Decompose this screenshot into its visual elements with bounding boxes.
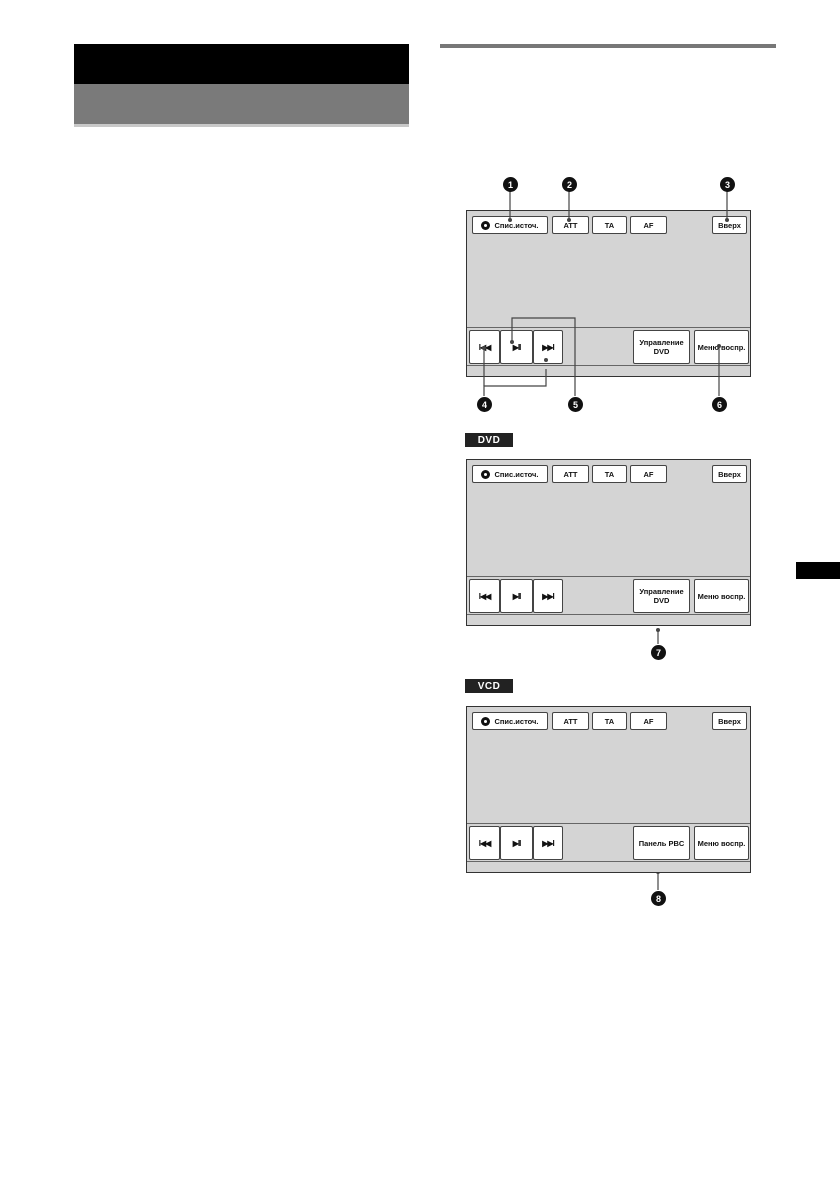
dvd-control-label-2: DVD [653, 347, 670, 356]
playback-screen-main: Спис.источ. ATT TA AF Вверх I◀◀ ▶II ▶▶I … [466, 210, 751, 377]
top-rule [440, 44, 776, 48]
play-pause-icon: ▶II [512, 591, 522, 601]
disc-icon [481, 716, 491, 726]
control-band [467, 576, 750, 617]
disc-icon [481, 469, 491, 479]
up-button[interactable]: Вверх [712, 712, 747, 730]
ta-button[interactable]: TA [592, 216, 627, 234]
callout-5: 5 [568, 397, 583, 412]
play-menu-label: Меню воспр. [697, 591, 746, 601]
callout-8: 8 [651, 891, 666, 906]
dvd-control-button[interactable]: Управление DVD [633, 579, 690, 613]
playback-screen-dvd: Спис.источ. ATT TA AF Вверх I◀◀ ▶II ▶▶I … [466, 459, 751, 626]
pbc-panel-button[interactable]: Панель PBC [633, 826, 690, 860]
af-button[interactable]: AF [630, 712, 667, 730]
up-button[interactable]: Вверх [712, 465, 747, 483]
play-menu-button[interactable]: Меню воспр. [694, 330, 749, 364]
play-pause-icon: ▶II [512, 838, 522, 848]
control-band [467, 823, 750, 864]
dvd-control-button[interactable]: Управление DVD [633, 330, 690, 364]
up-button[interactable]: Вверх [712, 216, 747, 234]
play-pause-button[interactable]: ▶II [500, 826, 533, 860]
ta-label: TA [604, 716, 615, 726]
next-track-button[interactable]: ▶▶I [533, 579, 563, 613]
play-menu-label: Меню воспр. [697, 838, 746, 848]
af-label: AF [643, 220, 654, 230]
next-track-button[interactable]: ▶▶I [533, 330, 563, 364]
skip-forward-icon: ▶▶I [542, 591, 554, 601]
source-list-label: Спис.источ. [494, 716, 539, 726]
dvd-control-label-2: DVD [653, 596, 670, 605]
prev-track-button[interactable]: I◀◀ [469, 826, 500, 860]
play-menu-label: Меню воспр. [697, 342, 746, 352]
prev-track-button[interactable]: I◀◀ [469, 579, 500, 613]
af-label: AF [643, 716, 654, 726]
section-header-bar [74, 44, 409, 84]
skip-forward-icon: ▶▶I [542, 838, 554, 848]
skip-back-icon: I◀◀ [478, 591, 491, 601]
subsection-header-bar [74, 84, 409, 127]
dvd-section-label: DVD [465, 433, 513, 447]
callout-2: 2 [562, 177, 577, 192]
callout-3: 3 [720, 177, 735, 192]
af-button[interactable]: AF [630, 216, 667, 234]
source-list-button[interactable]: Спис.источ. [472, 465, 548, 483]
skip-back-icon: I◀◀ [478, 838, 491, 848]
pbc-panel-label: Панель PBC [638, 838, 685, 848]
up-label: Вверх [718, 469, 741, 479]
next-track-button[interactable]: ▶▶I [533, 826, 563, 860]
side-index-tab [796, 562, 840, 579]
playback-screen-vcd: Спис.источ. ATT TA AF Вверх I◀◀ ▶II ▶▶I … [466, 706, 751, 873]
status-strip [467, 861, 750, 872]
af-button[interactable]: AF [630, 465, 667, 483]
callout-4: 4 [477, 397, 492, 412]
status-strip [467, 614, 750, 625]
play-menu-button[interactable]: Меню воспр. [694, 826, 749, 860]
ta-label: TA [604, 220, 615, 230]
att-button[interactable]: ATT [552, 465, 589, 483]
att-label: ATT [563, 220, 578, 230]
status-strip [467, 365, 750, 376]
play-pause-button[interactable]: ▶II [500, 330, 533, 364]
source-list-label: Спис.источ. [494, 469, 539, 479]
callout-7: 7 [651, 645, 666, 660]
att-label: ATT [563, 469, 578, 479]
dvd-control-label-1: Управление [639, 338, 684, 347]
ta-button[interactable]: TA [592, 712, 627, 730]
play-pause-button[interactable]: ▶II [500, 579, 533, 613]
att-button[interactable]: ATT [552, 712, 589, 730]
play-menu-button[interactable]: Меню воспр. [694, 579, 749, 613]
up-label: Вверх [718, 220, 741, 230]
disc-icon [481, 220, 491, 230]
dvd-control-label-1: Управление [639, 587, 684, 596]
skip-forward-icon: ▶▶I [542, 342, 554, 352]
callout-1: 1 [503, 177, 518, 192]
callout-6: 6 [712, 397, 727, 412]
vcd-section-label: VCD [465, 679, 513, 693]
att-label: ATT [563, 716, 578, 726]
control-band [467, 327, 750, 368]
source-list-label: Спис.источ. [494, 220, 539, 230]
att-button[interactable]: ATT [552, 216, 589, 234]
ta-button[interactable]: TA [592, 465, 627, 483]
play-pause-icon: ▶II [512, 342, 522, 352]
source-list-button[interactable]: Спис.источ. [472, 712, 548, 730]
ta-label: TA [604, 469, 615, 479]
up-label: Вверх [718, 716, 741, 726]
af-label: AF [643, 469, 654, 479]
